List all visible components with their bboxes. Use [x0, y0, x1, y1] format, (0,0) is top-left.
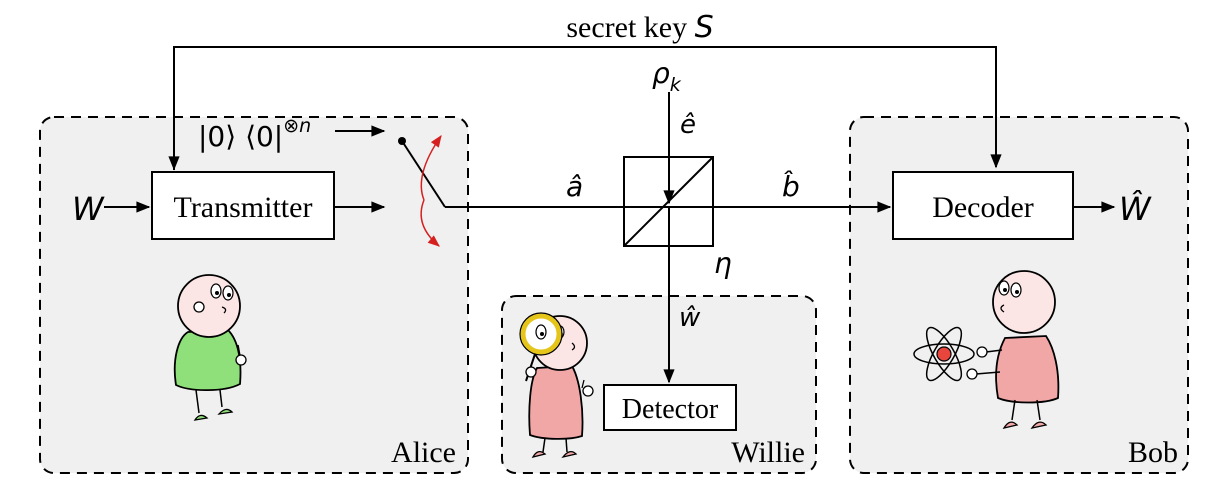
switch-arrow-down-icon — [420, 199, 440, 247]
decoder-box — [892, 171, 1074, 240]
vacuum-state-label: |0⟩ ⟨0|⊗n — [198, 115, 311, 153]
mode-e-label: ê — [680, 110, 696, 140]
transmitter-box — [151, 171, 335, 240]
eta-label: η — [714, 247, 732, 280]
atom-icon — [913, 326, 975, 382]
decoder-label: Decoder — [932, 191, 1034, 224]
rho-k-label: ρk — [652, 57, 682, 96]
output-w-label: Ŵ — [1119, 190, 1152, 228]
willie-figure-icon — [519, 312, 594, 459]
input-w-label: W — [72, 190, 105, 228]
willie-label: Willie — [731, 436, 805, 469]
alice-panel — [39, 116, 469, 474]
switch-lever — [401, 140, 446, 208]
secret-key-label: secret key S — [566, 10, 713, 45]
bob-figure-icon — [966, 270, 1060, 429]
alice-label: Alice — [391, 436, 456, 469]
alice-figure-icon — [173, 274, 247, 421]
mode-b-label: b̂ — [782, 170, 800, 203]
detector-box — [603, 384, 737, 431]
detector-label: Detector — [622, 394, 719, 425]
mode-w-label: ŵ — [679, 303, 701, 333]
bob-label: Bob — [1128, 436, 1178, 469]
switch-arrow-up-icon — [420, 135, 442, 201]
transmitter-label: Transmitter — [174, 191, 313, 224]
mode-a-label: â — [566, 170, 583, 203]
secret-key-line — [173, 46, 997, 170]
